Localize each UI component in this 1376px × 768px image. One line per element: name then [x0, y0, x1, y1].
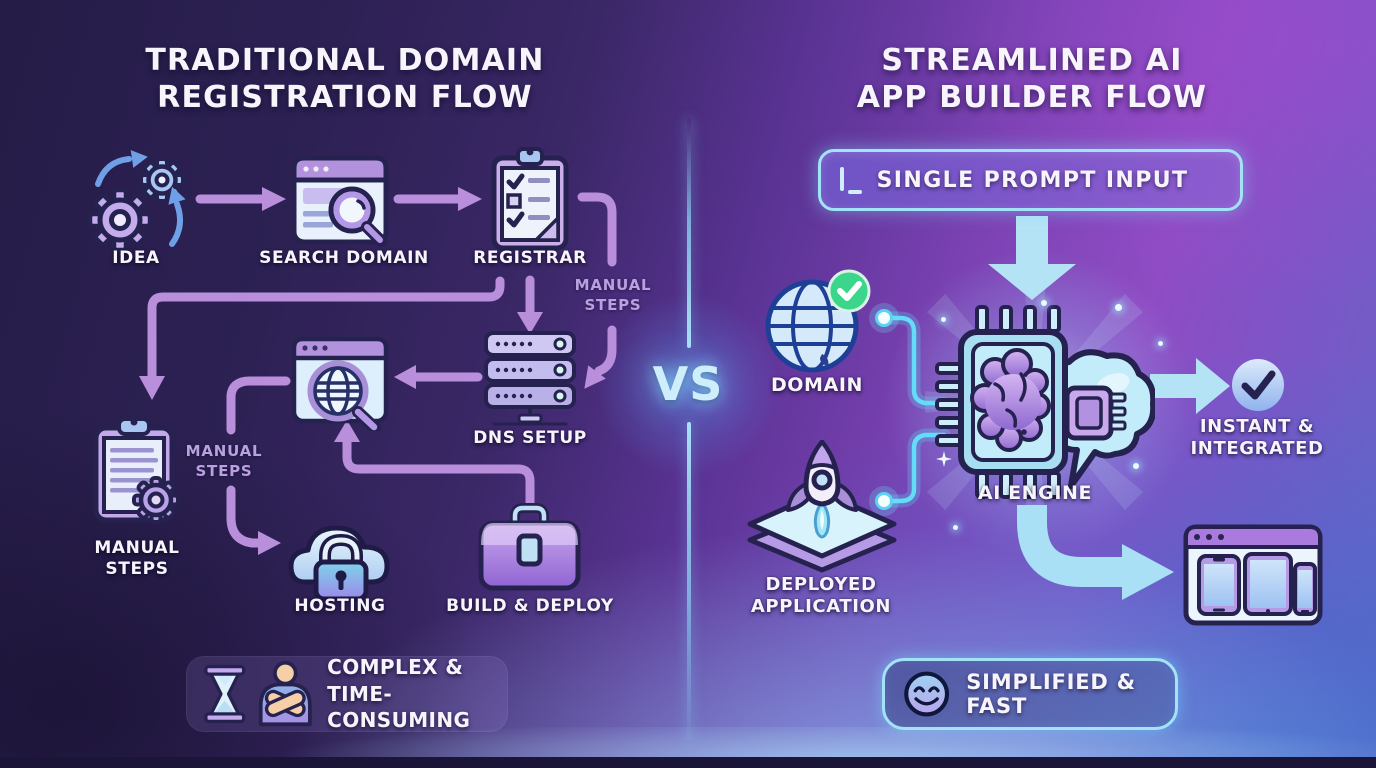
arrow-engine-to-devices: [1017, 505, 1122, 587]
arrow-manual-mid-to-hosting: [226, 485, 263, 548]
build-deploy-label: BUILD & DEPLOY: [446, 596, 614, 616]
arrow-engine-to-instant: [1150, 358, 1230, 414]
browser-search-icon: [291, 155, 389, 247]
connector-domain-to-engine: [887, 315, 947, 406]
arrow-website-to-manual-mid: [226, 376, 291, 435]
arrow-manual-right-top: [577, 192, 617, 267]
bottom-glow: [0, 727, 1376, 757]
sparkle-dot: [1133, 463, 1139, 469]
complex-badge-label: COMPLEX & TIME-CONSUMING: [327, 655, 471, 733]
gears-idea-icon: [87, 150, 186, 253]
bottom-strip: [0, 757, 1376, 768]
connector-deployed-to-engine: [887, 432, 947, 504]
sparkle-dot: [953, 525, 958, 530]
briefcase-icon: [478, 503, 581, 591]
manual-steps-annotation-lower: MANUAL STEPS: [185, 442, 263, 480]
devices-browser-icon: [1183, 524, 1323, 626]
center-divider-bottom: [687, 422, 691, 740]
arrow-prompt-to-engine: [988, 216, 1076, 300]
vs-text: VS: [652, 357, 724, 411]
smiley-icon: [904, 671, 950, 717]
sparkle-dot: [1041, 300, 1047, 306]
search-domain-label: SEARCH DOMAIN: [259, 248, 429, 268]
right-title-line1: STREAMLINED AI: [881, 43, 1183, 78]
cyan-connectors: [883, 311, 951, 508]
right-title: STREAMLINED AI APP BUILDER FLOW: [812, 42, 1252, 116]
manual-steps-label: MANUAL STEPS: [94, 538, 180, 579]
clipboard-check-icon: [491, 147, 569, 251]
arrow-engine-to-devices-head: [1122, 544, 1174, 600]
rocket-layers-icon: [747, 440, 897, 573]
dns-setup-label: DNS SETUP: [473, 428, 587, 448]
traditional-flow-arrowheads: [139, 187, 606, 555]
registrar-label: REGISTRAR: [473, 248, 587, 268]
manual-steps-annotation-upper: MANUAL STEPS: [574, 276, 652, 314]
cloud-lock-icon: [288, 525, 390, 602]
domain-label: DOMAIN: [770, 374, 864, 396]
hosting-label: HOSTING: [294, 596, 386, 616]
left-title-line1: TRADITIONAL DOMAIN: [145, 43, 545, 78]
sparkle-dot: [1115, 304, 1122, 311]
idea-label: IDEA: [112, 248, 160, 268]
arrow-build-to-website: [342, 437, 535, 508]
person-crossed-arms-icon: [258, 660, 312, 727]
right-title-line2: APP BUILDER FLOW: [856, 80, 1208, 116]
hourglass-icon: [204, 664, 246, 724]
left-title-line2: REGISTRATION FLOW: [157, 80, 533, 116]
single-prompt-input: SINGLE PROMPT INPUT: [818, 149, 1243, 211]
clipboard-gear-icon: [93, 417, 180, 524]
traditional-flow-arrows: [147, 192, 617, 548]
arrow-registrar-to-manualsteps: [147, 276, 505, 381]
text-cursor-icon: [837, 164, 863, 196]
single-prompt-label: SINGLE PROMPT INPUT: [876, 167, 1189, 193]
connector-nodes: [869, 303, 899, 516]
ai-engine-label: AI ENGINE: [977, 482, 1093, 504]
ai-chip-brain-icon: [935, 305, 1155, 499]
simplified-badge-label: SIMPLIFIED & FAST: [966, 670, 1136, 718]
sparkle-dot: [941, 317, 946, 322]
deployed-application-label: DEPLOYED APPLICATION: [750, 574, 892, 617]
simplified-badge: SIMPLIFIED & FAST: [882, 658, 1178, 730]
complex-badge: COMPLEX & TIME-CONSUMING: [186, 655, 508, 733]
center-divider-top: [687, 118, 691, 348]
arrow-manual-right-bottom: [594, 325, 617, 376]
browser-globe-icon: [291, 336, 389, 431]
server-stack-icon: [484, 331, 576, 426]
ai-flow-arrows: [988, 216, 1230, 600]
sparkle-dot: [1158, 341, 1163, 346]
left-title: TRADITIONAL DOMAIN REGISTRATION FLOW: [125, 42, 565, 116]
check-circle-icon: [1232, 359, 1284, 411]
instant-integrated-label: INSTANT & INTEGRATED: [1190, 416, 1324, 459]
globe-check-icon: [765, 269, 871, 373]
